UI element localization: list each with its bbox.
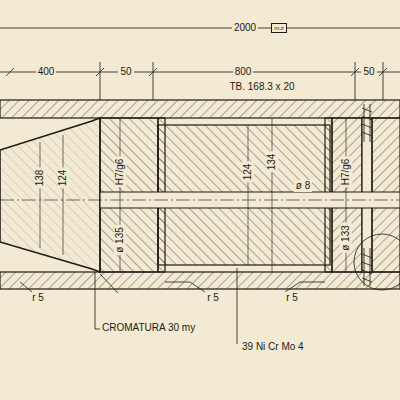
- plug-body: [100, 118, 400, 272]
- drawing-label: r 5: [30, 292, 46, 304]
- drawing-label: 50: [361, 66, 376, 78]
- drawing-label: 50: [118, 66, 133, 78]
- diameter-dimension: 124: [242, 162, 254, 183]
- drawing-label: m.z: [271, 23, 287, 33]
- drawing-label: ø 8: [294, 180, 312, 192]
- drawing-label: 400: [36, 66, 57, 78]
- cone-end: [0, 118, 100, 272]
- drawing-label: r 5: [205, 292, 221, 304]
- diameter-dimension: 138: [34, 168, 46, 189]
- diameter-dimension: H7/g6: [340, 157, 352, 188]
- drawing-label: TB. 168.3 x 20: [227, 81, 296, 93]
- drawing-label: CROMATURA 30 my: [100, 322, 197, 334]
- detail-circle: [354, 234, 400, 290]
- drawing-label: 800: [233, 66, 254, 78]
- dimension-lines: [0, 28, 400, 100]
- center-bore: [0, 192, 400, 208]
- diameter-dimension: 134: [266, 152, 278, 173]
- diameter-dimension: ø 135: [114, 225, 126, 255]
- diameter-lines: [40, 118, 346, 272]
- tube-wall: [0, 100, 400, 289]
- diameter-dimension: H7/g6: [114, 157, 126, 188]
- drawing-label: 2000: [232, 22, 258, 34]
- diameter-dimension: ø 133: [340, 223, 352, 253]
- drawing-label: r 5: [284, 292, 300, 304]
- diameter-dimension: 124: [57, 168, 69, 189]
- leader-lines: [20, 268, 325, 344]
- drawing-label: 39 Ni Cr Mo 4: [240, 341, 306, 353]
